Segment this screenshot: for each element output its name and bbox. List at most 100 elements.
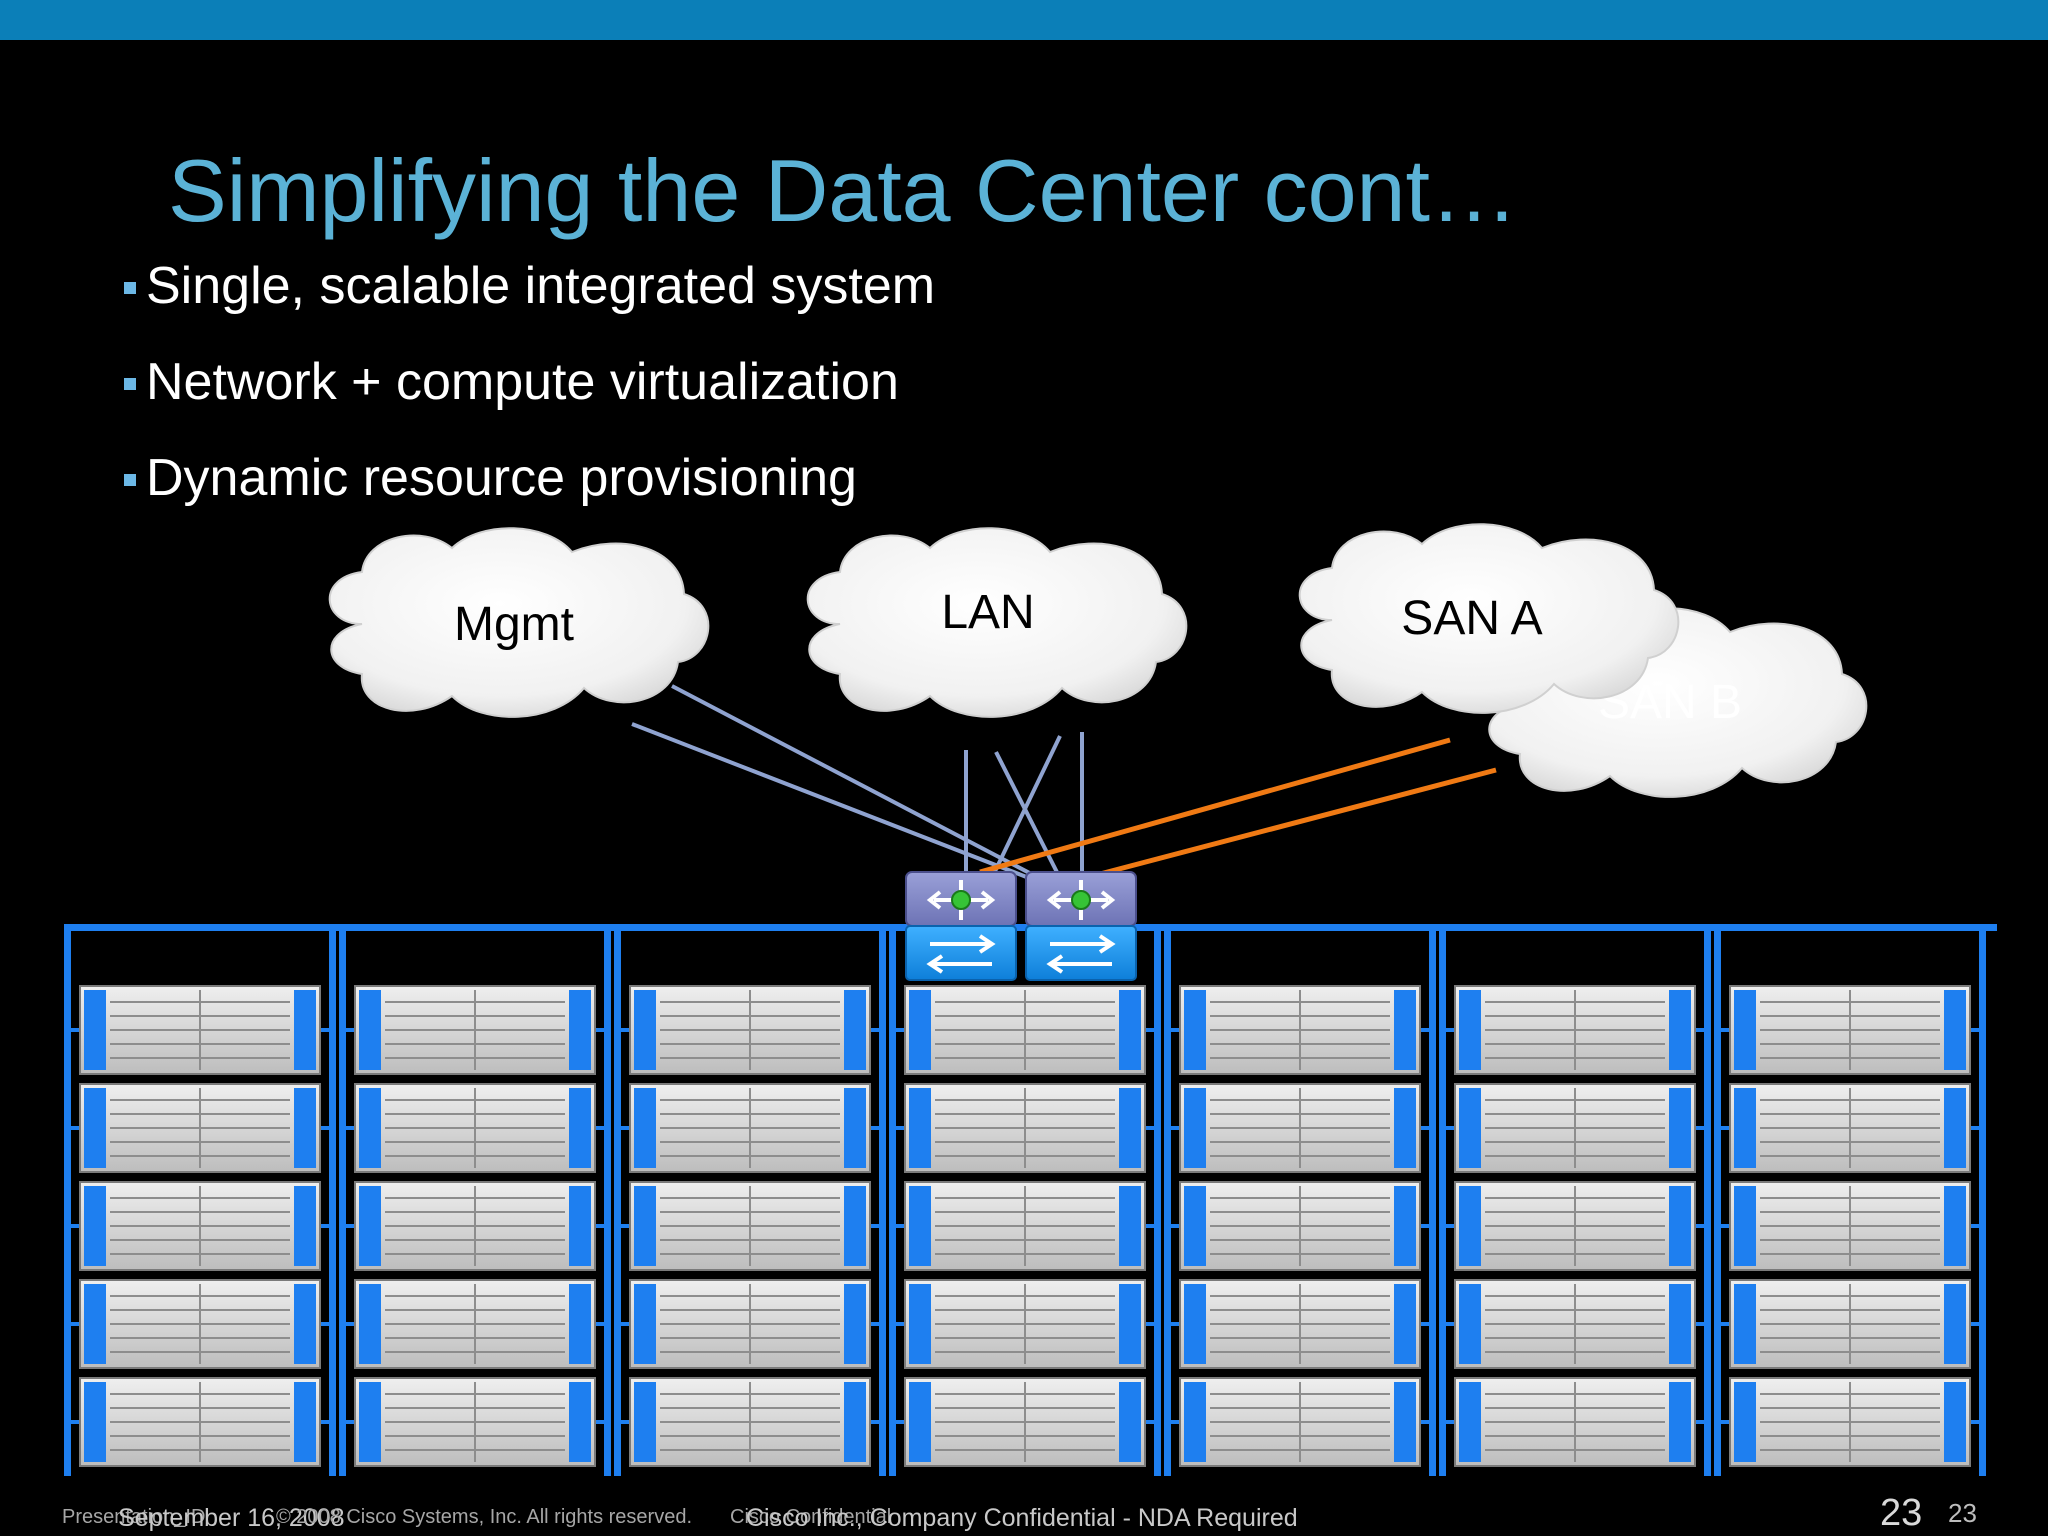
chassis-handle xyxy=(1184,1382,1206,1462)
rack xyxy=(1439,924,1711,1476)
blade-chassis xyxy=(64,1279,336,1369)
cloud-label-san-a: SAN A xyxy=(1401,592,1542,645)
blade-chassis xyxy=(1714,1377,1986,1467)
chassis-handle xyxy=(1669,990,1691,1070)
blade-chassis xyxy=(1439,1279,1711,1369)
rack xyxy=(1164,924,1436,1476)
footer-presentation-id: Presentation_ID xyxy=(62,1506,206,1528)
chassis-handle xyxy=(1119,1186,1141,1266)
rack xyxy=(889,924,1161,1476)
chassis-handle xyxy=(1459,1382,1481,1462)
rack-post xyxy=(889,924,896,1476)
chassis-handle xyxy=(294,1186,316,1266)
chassis-handle xyxy=(844,1382,866,1462)
chassis-handle xyxy=(909,1284,931,1364)
chassis-handle xyxy=(634,1382,656,1462)
rack xyxy=(339,924,611,1476)
chassis-handle xyxy=(909,1186,931,1266)
rack-post xyxy=(1979,924,1986,1476)
page-number-small: 23 xyxy=(1948,1498,1977,1528)
page-number: 23 xyxy=(1880,1492,1923,1534)
blade-chassis xyxy=(614,1377,886,1467)
footer-company-confidential: Cisco Inc., Company Confidential - NDA R… xyxy=(746,1504,1298,1532)
rack-row xyxy=(64,924,1997,1476)
chassis-handle xyxy=(634,990,656,1070)
lan-link xyxy=(994,751,1068,891)
chassis-handle xyxy=(1944,1088,1966,1168)
chassis-handle xyxy=(1459,1186,1481,1266)
chassis-handle xyxy=(634,1088,656,1168)
chassis-handle xyxy=(1734,1186,1756,1266)
chassis-handle xyxy=(294,1088,316,1168)
blade-chassis xyxy=(889,1377,1161,1467)
rack xyxy=(64,924,336,1476)
network-links xyxy=(631,684,1497,892)
chassis-handle xyxy=(1394,1186,1416,1266)
chassis-handle xyxy=(1394,1382,1416,1462)
blade-chassis xyxy=(1439,1083,1711,1173)
switch-arrows-icon xyxy=(926,934,996,974)
chassis-handle xyxy=(844,1284,866,1364)
chassis-handle xyxy=(1734,1088,1756,1168)
san-a-link xyxy=(979,737,1451,875)
chassis-handle xyxy=(569,990,591,1070)
chassis-handle xyxy=(359,1382,381,1462)
chassis-handle xyxy=(1669,1186,1691,1266)
rack-post xyxy=(329,924,336,1476)
rack-post xyxy=(1439,924,1446,1476)
chassis-handle xyxy=(844,990,866,1070)
chassis-handle xyxy=(1119,1088,1141,1168)
chassis-handle xyxy=(1459,1284,1481,1364)
rack-post xyxy=(604,924,611,1476)
chassis-handle xyxy=(569,1284,591,1364)
chassis-handle xyxy=(1119,990,1141,1070)
rack-post xyxy=(64,924,71,1476)
rack xyxy=(1714,924,1986,1476)
blade-chassis xyxy=(1164,1279,1436,1369)
blade-chassis xyxy=(1714,1181,1986,1271)
switch-status-icon xyxy=(1071,890,1091,910)
chassis-handle xyxy=(1459,990,1481,1070)
chassis-handle xyxy=(359,1284,381,1364)
bullet-item: Dynamic resource provisioning xyxy=(124,430,935,526)
blade-chassis xyxy=(614,1279,886,1369)
chassis-handle xyxy=(1184,1186,1206,1266)
blade-chassis xyxy=(339,1083,611,1173)
cloud-mgmt: Mgmt xyxy=(328,527,710,718)
chassis-handle xyxy=(1119,1284,1141,1364)
rack-post xyxy=(1164,924,1171,1476)
blade-chassis xyxy=(889,1181,1161,1271)
mgmt-link xyxy=(631,722,1061,892)
rack-post xyxy=(614,924,621,1476)
blade-chassis xyxy=(64,985,336,1075)
blade-chassis xyxy=(889,985,1161,1075)
chassis-handle xyxy=(359,990,381,1070)
bullet-text: Single, scalable integrated system xyxy=(146,257,936,315)
blade-chassis xyxy=(614,1083,886,1173)
chassis-handle xyxy=(569,1382,591,1462)
chassis-handle xyxy=(1184,990,1206,1070)
blade-chassis xyxy=(1164,1377,1436,1467)
rack-post xyxy=(1429,924,1436,1476)
chassis-handle xyxy=(844,1186,866,1266)
blade-chassis xyxy=(1164,1181,1436,1271)
footer-date: September 16, 2008 xyxy=(118,1504,345,1532)
chassis-handle xyxy=(634,1284,656,1364)
chassis-handle xyxy=(634,1186,656,1266)
chassis-handle xyxy=(844,1088,866,1168)
chassis-handle xyxy=(1734,1382,1756,1462)
chassis-handle xyxy=(294,1284,316,1364)
chassis-handle xyxy=(1944,990,1966,1070)
chassis-handle xyxy=(909,990,931,1070)
chassis-handle xyxy=(1944,1186,1966,1266)
switch-status-icon xyxy=(951,890,971,910)
blade-chassis xyxy=(1439,1377,1711,1467)
rack xyxy=(614,924,886,1476)
bullet-text: Dynamic resource provisioning xyxy=(146,449,857,507)
chassis-handle xyxy=(359,1088,381,1168)
chassis-handle xyxy=(84,1088,106,1168)
header-bar xyxy=(0,0,2048,40)
rack-post xyxy=(339,924,346,1476)
chassis-handle xyxy=(569,1088,591,1168)
chassis-handle xyxy=(1669,1382,1691,1462)
